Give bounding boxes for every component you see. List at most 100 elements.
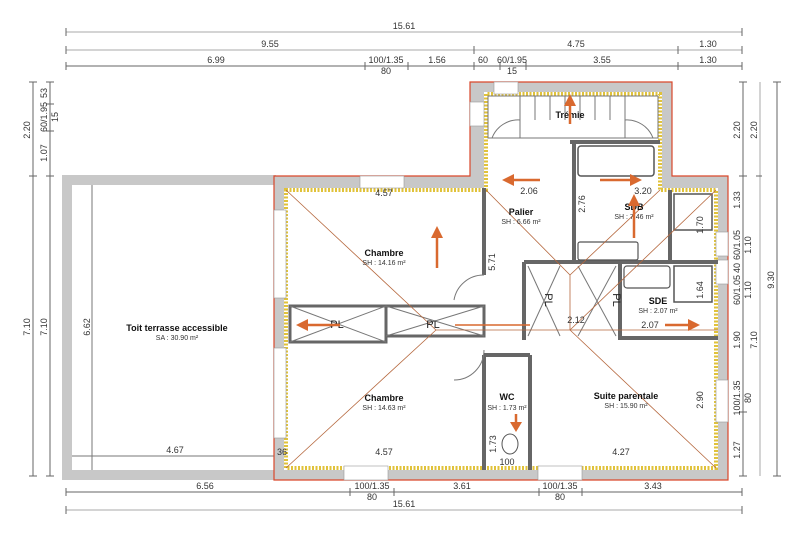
dim: 1.30	[699, 55, 717, 65]
dim: 1.10	[743, 281, 753, 299]
room-name-chambre: Chambre	[364, 393, 403, 403]
dim: 1.33	[732, 191, 742, 209]
dim: 15	[507, 66, 517, 76]
dim: 80	[743, 393, 753, 403]
room-name-chambre: Chambre	[364, 248, 403, 258]
arrow-right-icon	[688, 319, 700, 331]
dim: 2.20	[749, 121, 759, 139]
dim: 80	[381, 66, 391, 76]
closet-label: PL	[542, 293, 554, 306]
window	[537, 465, 583, 481]
room-name-terrasse: Toit terrasse accessible	[126, 323, 227, 333]
arrow-left-icon	[502, 174, 514, 186]
dim: 4.27	[612, 447, 630, 457]
dim: 1.64	[695, 281, 705, 299]
arrow-right-icon	[630, 174, 642, 186]
window	[469, 101, 485, 127]
bathtub	[577, 145, 655, 177]
room-name-suite: Suite parentale	[594, 391, 659, 401]
dim: 2.90	[695, 391, 705, 409]
room-area-sde: SH : 2.07 m²	[638, 308, 678, 315]
dim: 100/1.35	[542, 481, 577, 491]
room-area-suite: SH : 15.90 m²	[604, 403, 648, 410]
dimensions-left: 2.20 7.10 53 60/1.95 15 1.07 7.10	[22, 81, 60, 477]
dim: 100/1.35	[354, 481, 389, 491]
dim: 4.75	[567, 39, 585, 49]
dim: 1.07	[39, 144, 49, 162]
window	[715, 259, 729, 285]
arrow-up-icon	[431, 226, 443, 238]
dim: 60/1.95	[39, 102, 49, 132]
dim: 5.71	[487, 253, 497, 271]
dim: 6.62	[82, 318, 92, 336]
dim: 1.27	[732, 441, 742, 459]
dim: 80	[367, 492, 377, 502]
arrow-left-icon	[296, 319, 308, 331]
dim: 9.55	[261, 39, 279, 49]
window	[273, 209, 287, 299]
arrow-down-icon	[510, 422, 522, 432]
dim: 80	[555, 492, 565, 502]
dim: 15	[50, 112, 60, 122]
interior-walls	[285, 95, 718, 470]
room-area-wc: SH : 1.73 m²	[487, 405, 527, 412]
room-area-terrasse: SA : 30.90 m²	[156, 335, 199, 342]
dim: 40	[732, 263, 742, 273]
arrow-up-icon	[564, 94, 576, 106]
room-area-chambre: SH : 14.63 m²	[362, 405, 406, 412]
dim: 3.20	[634, 186, 652, 196]
dim: 2.20	[732, 121, 742, 139]
room-area-palier: SH : 6.66 m²	[501, 219, 541, 226]
dim: 100/1.35	[732, 380, 742, 415]
dimensions-bottom: 6.56 100/1.35 80 3.61 100/1.35 80 3.43 1…	[65, 481, 743, 514]
shower	[673, 265, 713, 303]
dim-total-top: 15.61	[393, 21, 416, 31]
dim: 1.30	[699, 39, 717, 49]
dim: 2.12	[567, 315, 585, 325]
dim: 1.56	[428, 55, 446, 65]
window	[343, 465, 389, 481]
dim: 100	[499, 457, 514, 467]
terrace: 6.62 4.67 Toit terrasse accessible SA : …	[62, 175, 276, 480]
closet-label: PL	[610, 293, 622, 306]
dim: 3.55	[593, 55, 611, 65]
dim: 60/1.05	[732, 275, 742, 305]
closet-label: PL	[426, 319, 439, 331]
window	[715, 379, 729, 423]
dim: 6.99	[207, 55, 225, 65]
window	[273, 347, 287, 439]
dim: 1.70	[695, 216, 705, 234]
dim: 60/1.95	[497, 55, 527, 65]
dim: 60	[478, 55, 488, 65]
staircase	[487, 95, 659, 139]
dimensions-top: 15.61 9.55 4.75 1.30 6.99 100/1.35 80 1.…	[65, 21, 743, 76]
dim: 2.06	[520, 186, 538, 196]
dim-total-right: 9.30	[766, 271, 776, 289]
dim: 3.43	[644, 481, 662, 491]
dim: 7.10	[22, 318, 32, 336]
building-envelope	[273, 81, 729, 481]
dim: 3.61	[453, 481, 471, 491]
dim-total-bottom: 15.61	[393, 499, 416, 509]
roof-slope-arrows	[296, 94, 700, 432]
dim: 2.20	[22, 121, 32, 139]
dim: 36	[277, 447, 287, 457]
interior-dimensions: 4.57 4.57 5.71 2.06 3.20 2.76 1.70 1.64 …	[277, 186, 705, 467]
room-name-palier: Palier	[509, 207, 534, 217]
room-area-chambre: SH : 14.16 m²	[362, 260, 406, 267]
dim: 1.10	[743, 236, 753, 254]
dim: 4.57	[375, 188, 393, 198]
dimensions-right: 2.20 1.33 60/1.05 40 60/1.05 1.90 100/1.…	[732, 81, 781, 477]
room-name-wc: WC	[500, 392, 515, 402]
window	[493, 81, 519, 95]
dim: 7.10	[749, 331, 759, 349]
dim: 4.57	[375, 447, 393, 457]
dim: 53	[39, 88, 49, 98]
room-name-sde: SDE	[649, 296, 668, 306]
dim: 6.56	[196, 481, 214, 491]
dim: 7.10	[39, 318, 49, 336]
sink	[623, 265, 671, 289]
dim: 4.67	[166, 445, 184, 455]
dim: 2.07	[641, 320, 659, 330]
